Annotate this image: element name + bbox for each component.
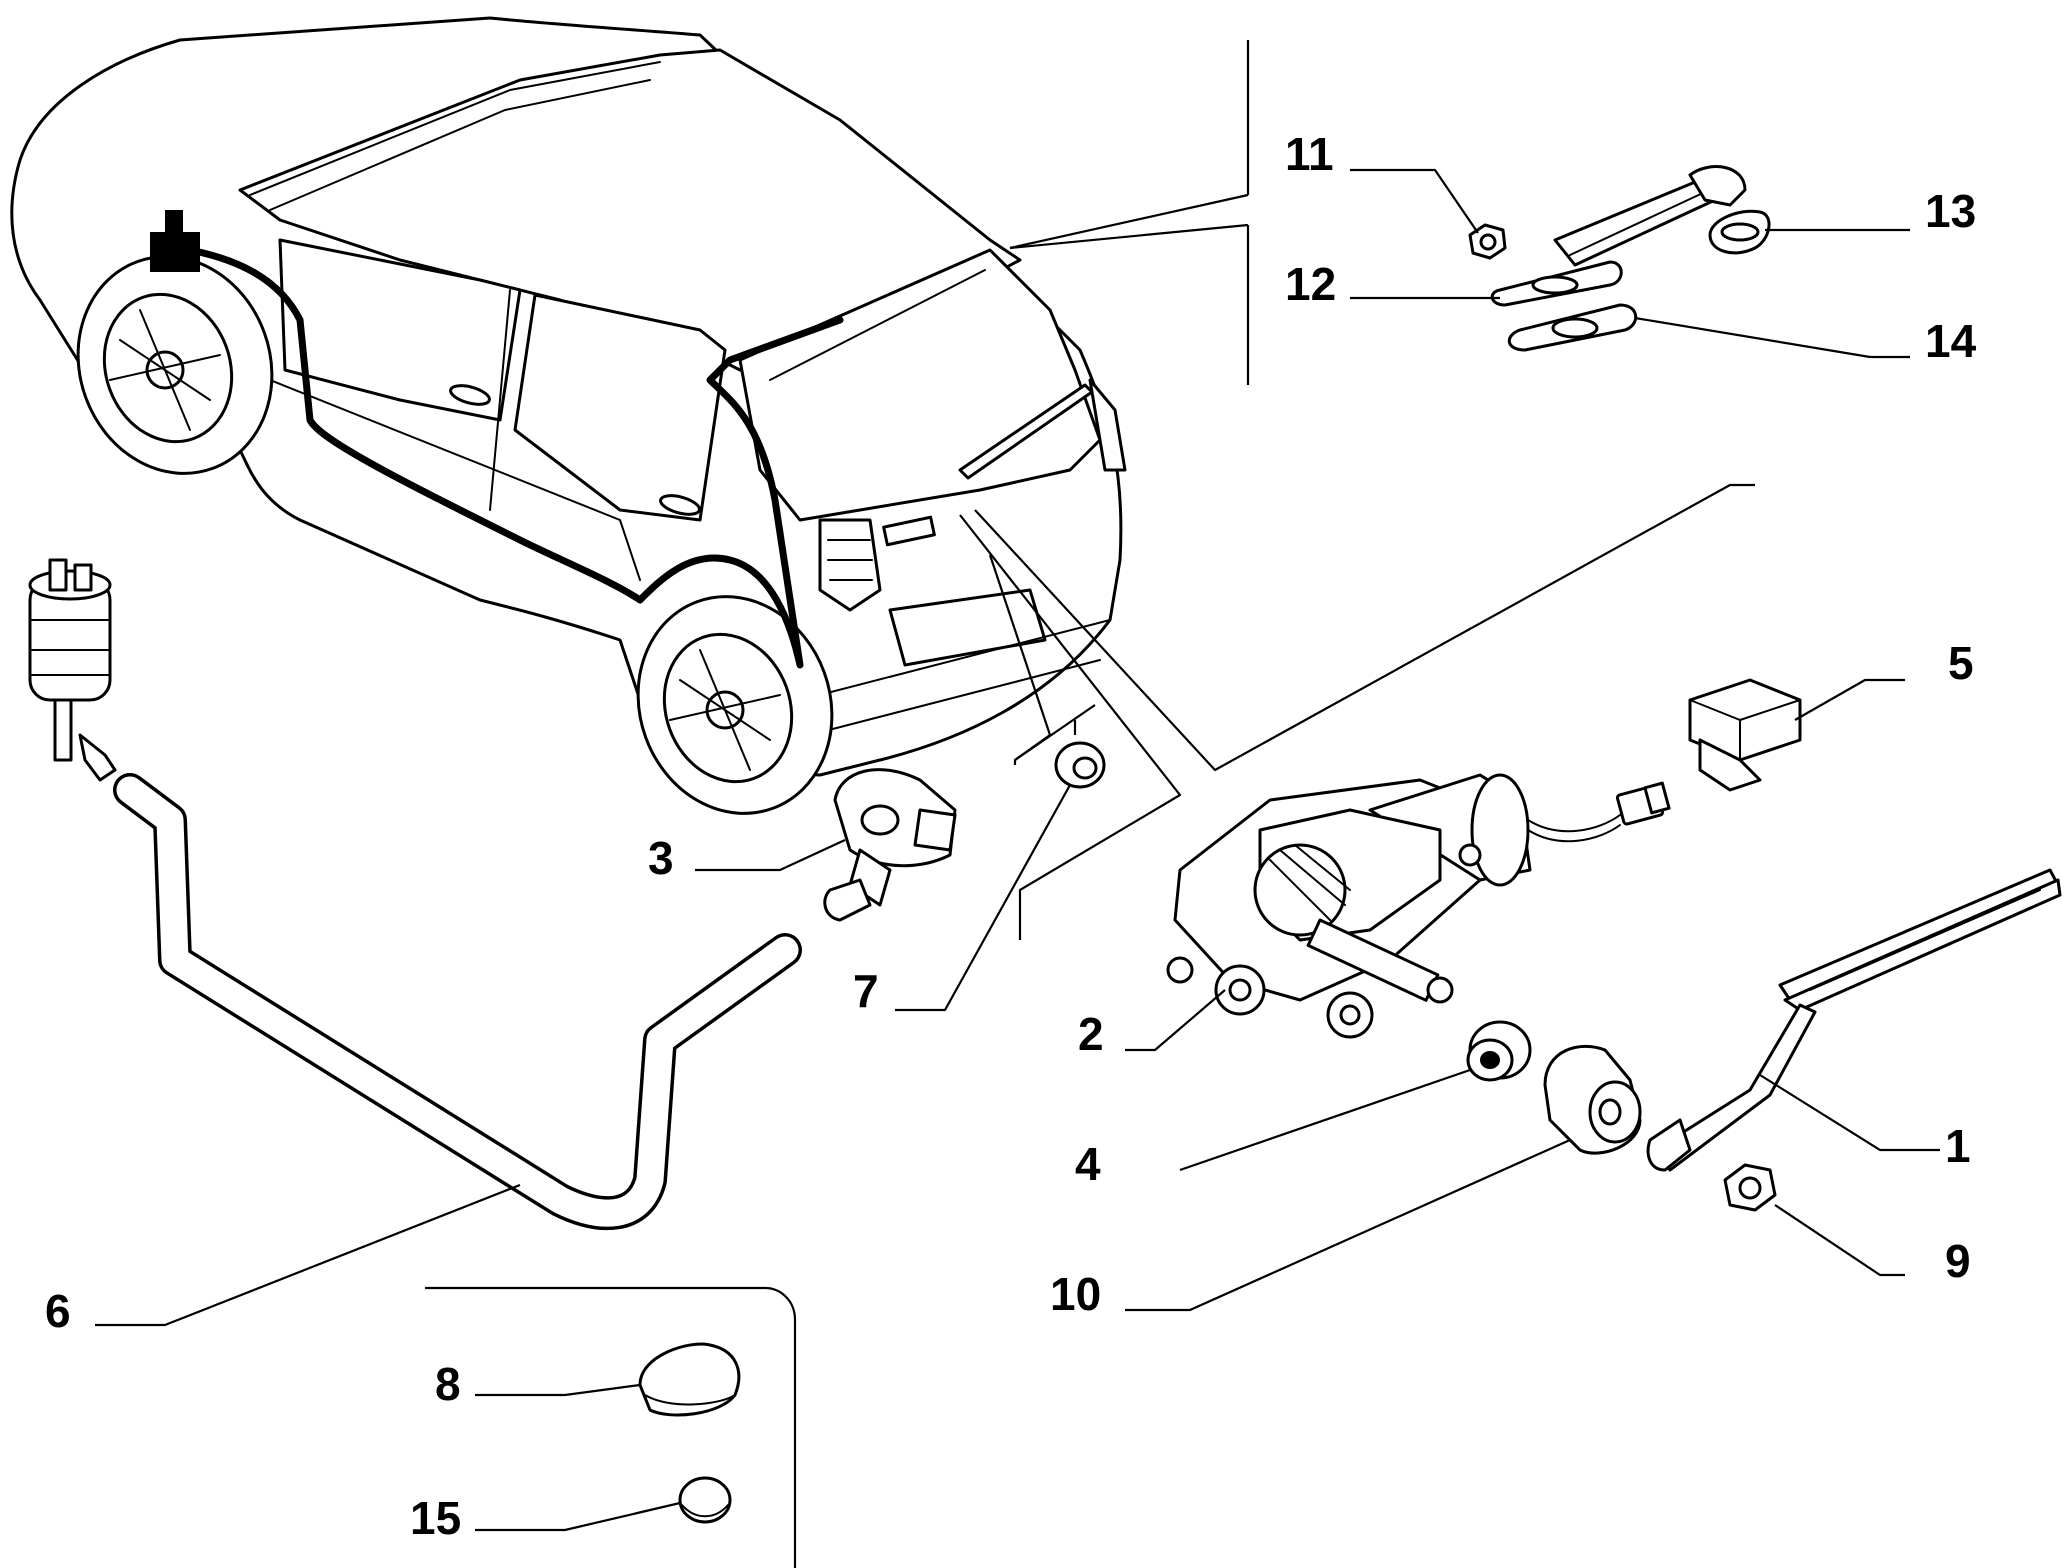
callout-10: 10 bbox=[1050, 1268, 1101, 1320]
leader-lines bbox=[95, 168, 1940, 1532]
callout-11: 11 bbox=[1285, 128, 1334, 180]
guide-line-motor-2 bbox=[959, 514, 1182, 940]
callout-6: 6 bbox=[45, 1285, 71, 1337]
washer-pump bbox=[28, 558, 117, 782]
washer-hose-routing bbox=[186, 246, 844, 669]
round-plug bbox=[678, 1476, 732, 1524]
callout-4: 4 bbox=[1075, 1138, 1101, 1190]
frame-line-roof bbox=[1009, 193, 1249, 250]
callout-13: 13 bbox=[1925, 185, 1976, 237]
oval-plug bbox=[638, 1342, 741, 1417]
car-illustration bbox=[10, 16, 1127, 815]
gasket-small bbox=[1708, 209, 1771, 255]
callout-2: 2 bbox=[1078, 1008, 1104, 1060]
frame-line-roof-lower bbox=[1009, 223, 1249, 250]
grommet bbox=[1054, 741, 1106, 789]
bushing bbox=[1466, 1020, 1532, 1082]
callout-7: 7 bbox=[853, 965, 879, 1017]
cap bbox=[1543, 1044, 1642, 1155]
callout-14: 14 bbox=[1925, 315, 1977, 367]
bracket-clip bbox=[1688, 678, 1802, 792]
inset-frame bbox=[425, 1286, 797, 1568]
callout-12: 12 bbox=[1285, 258, 1336, 310]
nut bbox=[1723, 1163, 1777, 1212]
callout-9: 9 bbox=[1945, 1235, 1971, 1287]
wiper-arm bbox=[1646, 868, 2062, 1172]
hatch-nozzle bbox=[1490, 165, 1747, 307]
small-nut bbox=[1468, 223, 1507, 260]
washer-hose bbox=[113, 773, 802, 1231]
callout-labels: 1 2 3 4 5 6 7 8 9 10 11 12 13 14 15 bbox=[45, 128, 1977, 1544]
callout-5: 5 bbox=[1948, 637, 1974, 689]
wiper-motor bbox=[1166, 773, 1671, 1039]
front-wheel bbox=[76, 255, 274, 475]
washer-nozzle bbox=[823, 768, 957, 922]
guide-line-motor bbox=[974, 483, 1755, 772]
guide-line-grommet-2 bbox=[1014, 704, 1096, 761]
callout-8: 8 bbox=[435, 1358, 461, 1410]
rear-wheel bbox=[636, 595, 834, 815]
callout-15: 15 bbox=[410, 1492, 461, 1544]
callout-3: 3 bbox=[648, 832, 674, 884]
callout-1: 1 bbox=[1945, 1120, 1971, 1172]
gasket-plate bbox=[1507, 303, 1638, 352]
